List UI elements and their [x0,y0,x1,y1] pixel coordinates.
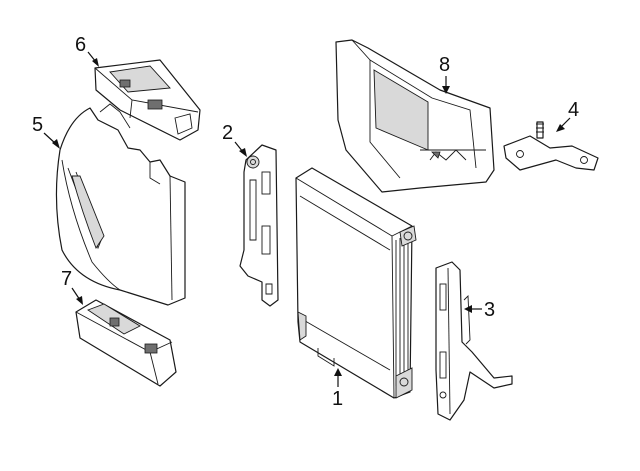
part-1-radiator [295,167,417,399]
callout-8: 8 [439,54,450,94]
part-7-lower-bracket [75,299,177,387]
callout-7: 7 [61,268,83,305]
svg-text:8: 8 [439,54,450,76]
part-6-upper-bracket [94,59,201,141]
svg-text:1: 1 [332,388,343,410]
svg-text:2: 2 [222,122,233,144]
svg-text:4: 4 [568,99,579,121]
svg-text:3: 3 [484,299,495,321]
part-4-mount-bracket [503,121,599,171]
svg-text:5: 5 [32,114,43,136]
callout-5: 5 [32,114,60,149]
part-3-right-bracket [435,261,513,421]
callout-1: 1 [332,368,343,410]
part-8-air-duct [335,39,495,193]
callout-6: 6 [75,34,99,67]
callout-2: 2 [222,122,247,157]
callout-4: 4 [556,99,579,132]
callout-3: 3 [464,299,495,321]
svg-text:6: 6 [75,34,86,56]
svg-text:7: 7 [61,268,72,290]
part-5-shroud-panel [55,103,186,306]
part-2-left-bracket [239,144,279,307]
